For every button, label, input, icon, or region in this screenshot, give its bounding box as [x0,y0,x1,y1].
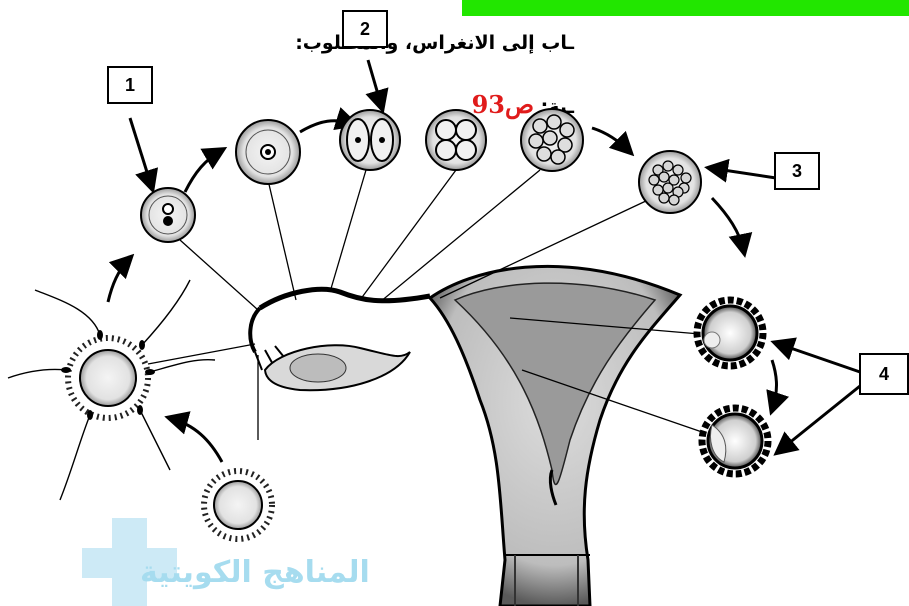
label-2-text: 2 [359,18,370,39]
label-1-text: 1 [124,74,135,95]
ovulated-egg [201,468,275,542]
zygote [140,187,196,243]
label-box-3: 3 [774,152,820,190]
watermark-logo [82,518,177,606]
cycle-arrows [106,107,790,463]
label-box-4: 4 [859,353,909,395]
four-cell-stage [425,109,487,171]
page-reference: ص93 [471,90,534,119]
eight-cell-stage [520,108,584,172]
label-box-1: 1 [107,66,153,104]
watermark-text: المناهج الكويتية [140,555,370,590]
two-cell-stage [339,109,401,171]
sperm-tail [34,289,101,336]
connector-lines [147,169,703,440]
label-pointers [128,59,861,456]
blastocyst-lower [698,404,772,478]
egg-with-sperm [7,279,216,501]
ovary [263,344,411,392]
header-highlight-bar [462,0,909,16]
morula [638,150,702,214]
label-3-text: 3 [791,160,802,181]
label-box-2: 2 [342,10,388,48]
uterus [427,264,683,606]
label-4-text: 4 [878,363,889,384]
blastocyst-upper [693,296,767,370]
single-cell [235,119,301,185]
